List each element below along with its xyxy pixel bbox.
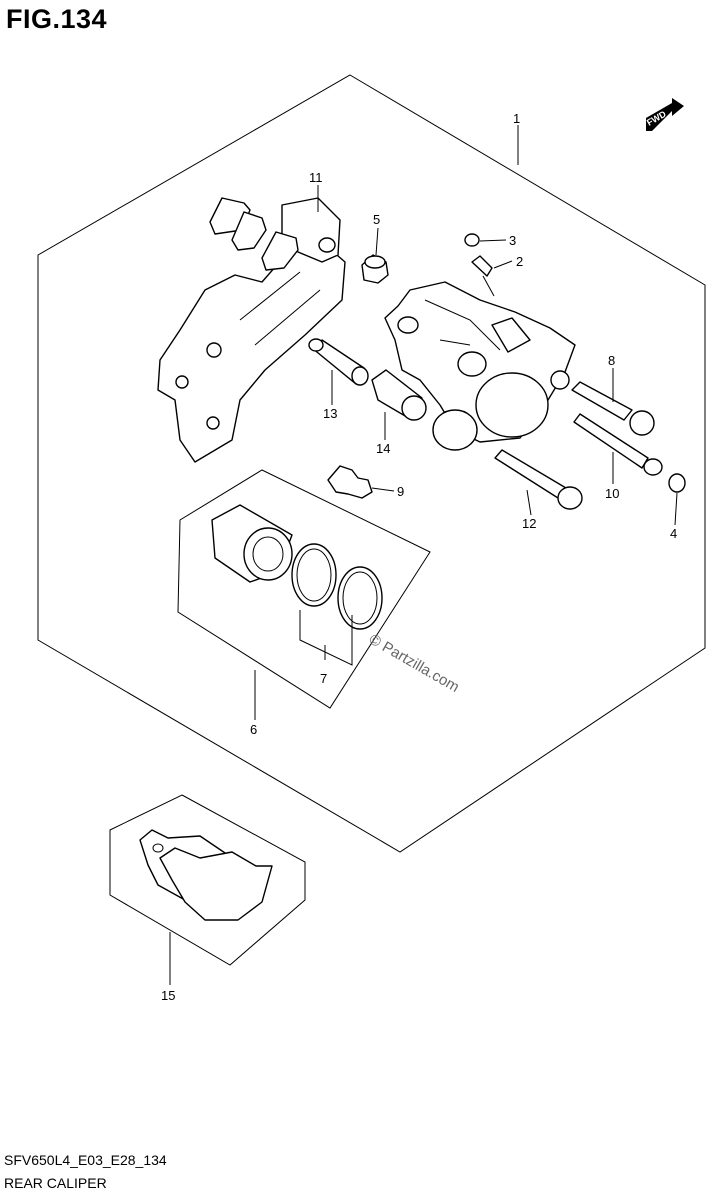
fwd-arrow-icon: FWD <box>645 98 684 131</box>
watermark: © Partzilla.com <box>366 631 462 696</box>
callout-11: 11 <box>309 170 323 185</box>
callout-3: 3 <box>509 233 516 248</box>
plug-part[interactable] <box>668 473 686 493</box>
piston-seals[interactable] <box>291 543 383 630</box>
assembly-outline <box>37 74 706 853</box>
bleeder-screw[interactable] <box>471 255 495 297</box>
callout-6: 6 <box>250 722 257 737</box>
pad-spring-clips[interactable] <box>209 197 299 271</box>
brake-pads[interactable] <box>139 829 273 921</box>
callout-5: 5 <box>373 212 380 227</box>
callout-8: 8 <box>608 353 615 368</box>
leader-lines <box>169 125 678 985</box>
pin-bolt-10[interactable] <box>573 413 663 476</box>
callout-4: 4 <box>670 526 677 541</box>
callout-1: 1 <box>513 111 520 126</box>
callout-14: 14 <box>376 441 390 456</box>
bleeder-cap[interactable] <box>464 233 480 247</box>
callout-10: 10 <box>605 486 619 501</box>
callout-9: 9 <box>397 484 404 499</box>
mount-bolt[interactable] <box>494 449 583 510</box>
pin-bolt-8[interactable] <box>571 381 655 436</box>
boot-part[interactable] <box>361 254 389 284</box>
diagram-name: REAR CALIPER <box>4 1175 107 1191</box>
pad-spring[interactable] <box>327 465 373 499</box>
callout-12: 12 <box>522 516 536 531</box>
sleeve-boot[interactable] <box>371 369 427 421</box>
figure-title: FIG.134 <box>6 4 108 34</box>
caliper-bracket[interactable] <box>157 197 346 463</box>
pad-set-outline <box>109 794 306 966</box>
sleeve-part[interactable] <box>308 338 369 386</box>
piston-kit-outline <box>177 469 431 709</box>
diagram-code: SFV650L4_E03_E28_134 <box>4 1152 167 1168</box>
piston-part[interactable] <box>211 504 293 583</box>
callout-7: 7 <box>320 671 327 686</box>
callout-2: 2 <box>516 254 523 269</box>
callout-15: 15 <box>161 988 175 1003</box>
callout-13: 13 <box>323 406 337 421</box>
caliper-body[interactable] <box>384 281 576 451</box>
